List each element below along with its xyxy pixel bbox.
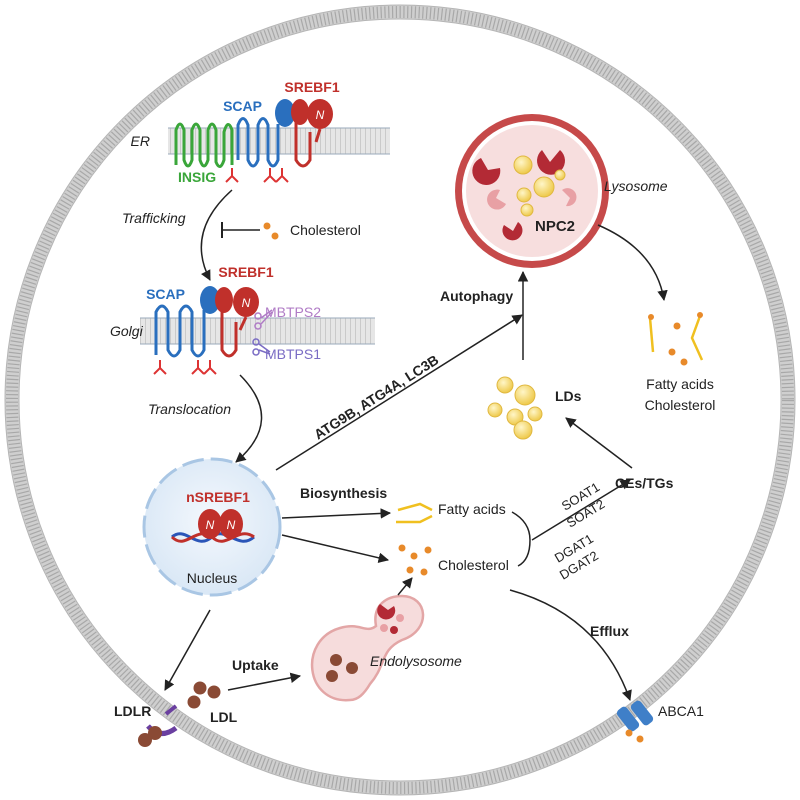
ldl-label: LDL [210,709,238,725]
abca1-transporter [616,700,654,743]
cholesterol-dots [398,544,432,576]
nsrebf1-n-right: N [227,518,236,532]
uptake-label: Uptake [232,657,279,673]
mbtps2-label: MBTPS2 [265,304,321,320]
esterification-bracket [511,511,531,567]
trafficking-label: Trafficking [122,210,186,226]
translocation-label: Translocation [148,401,231,417]
mbtps1-scissors-icon [252,338,271,356]
ldlr-expression-arrow [164,609,211,691]
cholesterol-inhibition [221,222,279,240]
efflux-label: Efflux [590,623,629,639]
scap-er-head [275,99,295,127]
scap-golgi-protein [154,304,206,358]
fatty-acid-biosynthesis-arrow [281,508,392,519]
fatty-acid-icon [396,502,433,524]
biosynthesis-label: Biosynthesis [300,485,387,501]
ldl-particles [187,681,221,709]
nsrebf1-n-left: N [206,518,215,532]
fatty-acids-label: Fatty acids [438,501,506,517]
nsrebf1-label: nSREBF1 [186,489,250,505]
scap-er-protein [236,117,280,168]
scap-golgi-label: SCAP [146,286,185,302]
ces-tgs-to-lds-arrow [565,417,633,469]
trafficking-arrow [200,189,233,281]
released-lipids [648,312,704,366]
efflux-arrow [509,589,632,701]
released-cholesterol-label: Cholesterol [645,397,716,413]
released-fatty-acids-label: Fatty acids [646,376,714,392]
ldlr-label: LDLR [114,703,151,719]
lysosome [455,114,609,268]
golgi-label: Golgi [110,323,144,339]
scap-er-label: SCAP [223,98,262,114]
insig-label: INSIG [178,169,216,185]
lysosome-release-arrow [597,224,668,302]
srebf1-golgi-protein: N [215,287,259,358]
endolysosome [310,594,425,702]
lysosome-label: Lysosome [604,178,668,194]
abca1-label: ABCA1 [658,703,704,719]
endolysosome-label: Endolysosome [370,653,462,669]
npc2-label: NPC2 [535,218,575,235]
srebf1-golgi-label: SREBF1 [218,264,273,280]
atg-genes-label: ATG9B, ATG4A, LC3B [311,351,441,442]
srebf1-er-protein: N [291,99,333,168]
endolysosome-to-cholesterol-arrow [397,577,413,596]
scap-golgi-head [200,286,220,314]
mbtps2-scissors-icon [254,309,273,330]
mbtps1-label: MBTPS1 [265,346,321,362]
translocation-arrow [235,374,263,463]
cell-membrane [4,4,796,796]
er-glycosylation-marks [225,168,289,183]
ldlr-receptor [138,704,178,747]
golgi-glycosylation-marks [153,360,217,375]
esterification-arrow [531,479,631,541]
cholesterol-label: Cholesterol [438,557,509,573]
srebf1-er-n: N [316,108,325,122]
autophagy-gene-arrow [275,314,523,471]
cholesterol-biosynthesis-arrow [281,534,390,563]
srebf1-er-label: SREBF1 [284,79,339,95]
er-label: ER [131,133,150,149]
nucleus-label: Nucleus [187,570,238,586]
nsrebf1-dimer: N N [198,509,243,539]
lds-label: LDs [555,388,582,404]
insig-protein [174,122,234,168]
autophagy-label: Autophagy [440,288,513,304]
lipid-droplets [487,376,543,440]
uptake-arrow [227,672,302,691]
srebf1-golgi-n: N [242,296,251,310]
cholesterol-inhibitor-label: Cholesterol [290,222,361,238]
